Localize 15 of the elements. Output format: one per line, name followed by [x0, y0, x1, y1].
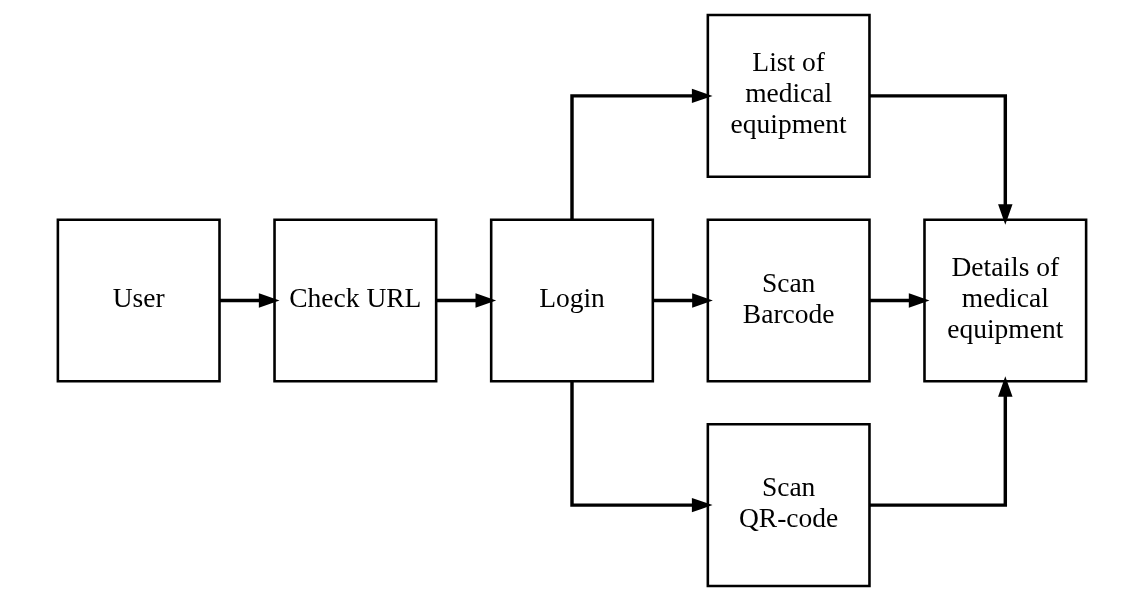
node-box: Check URL — [273, 218, 438, 383]
arrow — [570, 88, 713, 220]
node-box: Login — [489, 218, 655, 383]
node-box: List of medical equipment — [706, 13, 871, 178]
arrow — [570, 381, 713, 513]
arrow — [869, 293, 930, 308]
arrow — [869, 376, 1013, 507]
node-box: Scan QR-code — [706, 423, 871, 588]
arrow — [869, 94, 1013, 225]
node-box: Details of medical equipment — [923, 218, 1088, 383]
arrow — [220, 293, 280, 308]
arrow — [436, 293, 497, 308]
node-box: User — [56, 218, 221, 383]
node-box: Scan Barcode — [706, 218, 871, 383]
arrow — [653, 293, 713, 308]
